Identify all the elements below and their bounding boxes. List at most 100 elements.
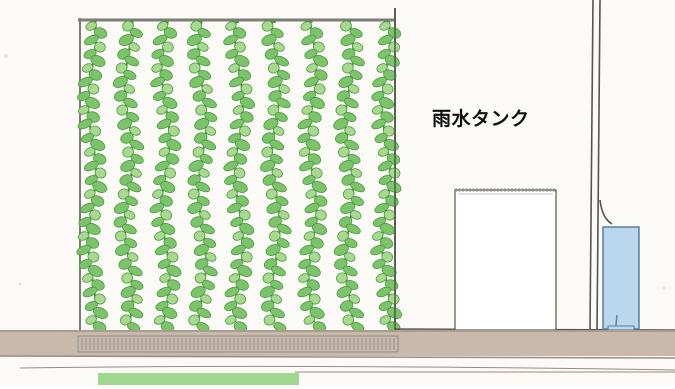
vine-leaf	[166, 293, 179, 305]
vine-leaf	[160, 223, 176, 235]
vine-leaf	[350, 168, 362, 178]
vine-leaf	[159, 273, 171, 283]
vine-leaf	[263, 118, 279, 130]
vine-leaf	[300, 301, 314, 311]
vine-leaf	[230, 217, 244, 227]
vine-leaf	[299, 160, 314, 172]
vine-leaf	[162, 97, 178, 109]
rain-tank-label: 雨水タンク	[432, 108, 530, 130]
vine-leaf	[273, 42, 285, 52]
vine-leaf	[187, 202, 203, 214]
vine-leaf	[338, 76, 354, 88]
vine-leaf	[378, 189, 390, 199]
vine-leaf	[349, 307, 365, 319]
vine-leaf	[311, 181, 327, 193]
vine-leaf	[266, 202, 282, 214]
vine-leaf	[379, 223, 395, 235]
vine-leaf	[80, 133, 95, 143]
vine-leaf	[270, 307, 285, 319]
vine-leaf	[120, 132, 134, 144]
vine-leaf	[152, 189, 164, 199]
vine-leaf	[339, 300, 354, 312]
vine-leaf	[350, 181, 366, 193]
vine-leaf	[123, 210, 136, 220]
door	[454, 188, 557, 331]
vine-leaf	[237, 265, 253, 277]
vine-leaf	[228, 63, 240, 73]
vine-leaf	[311, 223, 328, 235]
vine-column	[223, 21, 256, 333]
vine-column	[370, 21, 403, 333]
vine-leaf	[349, 70, 363, 80]
vine-leaf	[377, 147, 390, 157]
door-panel	[454, 189, 557, 331]
smudge-mark	[18, 282, 22, 286]
vine-leaf	[239, 125, 251, 137]
vine-leaf	[94, 41, 106, 53]
vine-leaf	[265, 244, 281, 256]
vine-leaf	[342, 265, 358, 277]
vine-leaf	[195, 104, 208, 116]
vine-leaf	[232, 105, 245, 115]
vine-leaf	[226, 189, 238, 199]
vine-leaf	[84, 97, 101, 109]
vine-leaf	[306, 63, 318, 73]
vine-leaf	[149, 202, 165, 214]
vine-leaf	[351, 42, 364, 52]
vine-leaf	[265, 188, 278, 200]
vine-leaf	[150, 76, 166, 88]
vine-leaf	[340, 34, 356, 46]
vine-leaf	[228, 273, 241, 283]
vine-leaf	[186, 34, 202, 46]
vine-leaf	[302, 175, 316, 185]
vine-leaf	[201, 139, 217, 151]
vine-leaf	[271, 168, 283, 178]
vine-leaf	[301, 105, 313, 115]
vine-leaf	[87, 83, 100, 95]
vine-leaf	[376, 286, 392, 298]
vine-leaf	[163, 27, 178, 39]
vine-leaf	[156, 21, 169, 31]
vine-leaf	[129, 139, 145, 151]
vine-leaf	[115, 244, 131, 256]
vine-leaf	[303, 231, 316, 241]
vine-leaf	[89, 209, 101, 221]
vine-leaf	[122, 97, 138, 109]
vine-leaf	[79, 202, 95, 214]
vine-leaf	[347, 84, 360, 94]
vine-leaf	[122, 146, 135, 158]
vine-leaf	[336, 286, 352, 298]
vine-leaf	[233, 153, 248, 165]
tank-stand	[607, 325, 635, 331]
vine-leaf	[121, 223, 137, 235]
vine-leaf	[190, 286, 206, 298]
vine-leaf	[229, 76, 244, 88]
vine-leaf	[156, 118, 172, 130]
vine-leaf	[188, 160, 204, 172]
vine-leaf	[83, 160, 99, 172]
vine-leaf	[113, 202, 129, 214]
vine-leaf	[90, 195, 105, 207]
vine-leaf	[333, 244, 349, 256]
vine-leaf	[240, 251, 253, 263]
vine-leaf	[199, 210, 211, 220]
vine-leaf	[94, 167, 107, 179]
vine-leaf	[120, 160, 136, 172]
vine-leaf	[370, 244, 386, 256]
vine-leaf	[372, 259, 386, 269]
vine-leaf	[308, 111, 322, 123]
vine-column	[149, 21, 182, 333]
vine-leaf	[350, 55, 365, 67]
vine-leaf	[297, 118, 313, 130]
vine-leaf	[273, 126, 285, 136]
vine-leaf	[388, 41, 400, 53]
vine-leaf	[120, 286, 136, 298]
vine-leaf	[381, 83, 394, 95]
vine-leaf	[350, 196, 364, 206]
vine-leaf	[235, 279, 249, 291]
vine-leaf	[336, 272, 348, 284]
vine-leaf	[224, 175, 238, 185]
vine-leaf	[77, 118, 93, 130]
vine-leaf	[307, 125, 320, 137]
